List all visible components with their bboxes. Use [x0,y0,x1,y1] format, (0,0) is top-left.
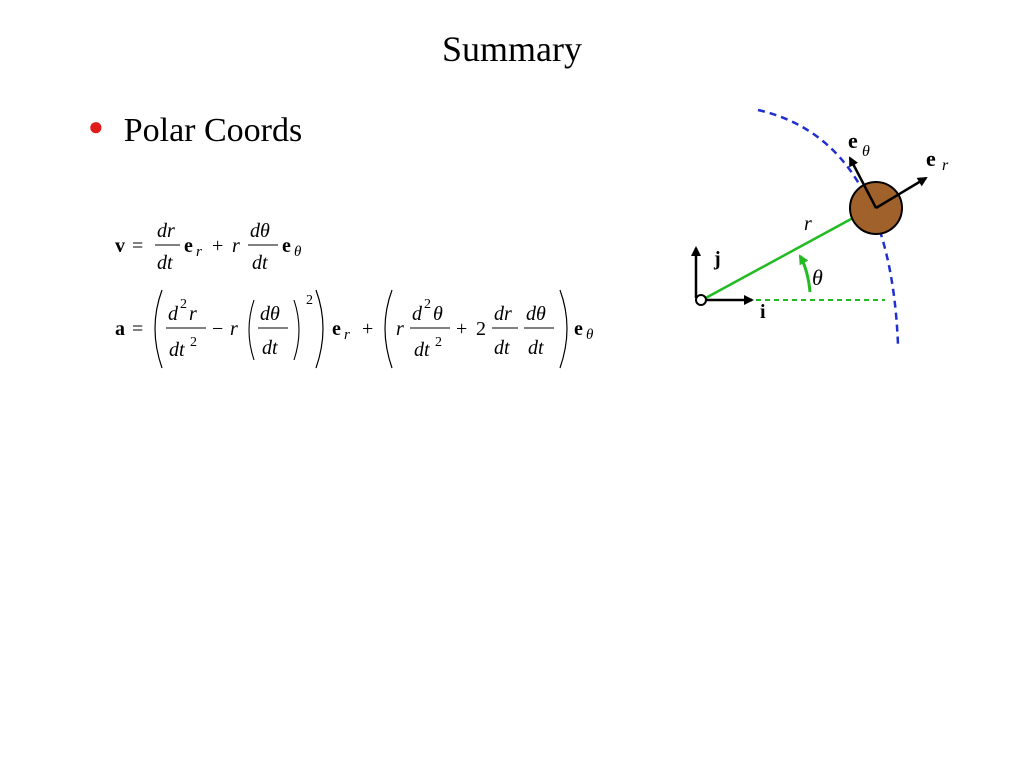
bullet-item: ● Polar Coords [88,112,302,150]
dt-denominator: dt [252,252,268,274]
d-symbol: d [168,303,179,325]
etheta-sub-label: θ [862,143,870,160]
theta-label: θ [812,265,823,290]
polar-diagram-svg: j i r θ e θ e r [691,108,949,346]
dt-denominator: dt [262,337,278,359]
bullet-dot: ● [88,112,104,141]
exponent: 2 [424,297,431,312]
equals-sign: = [132,235,143,257]
etheta-symbol: e [574,318,583,340]
er-label: e [926,146,936,171]
d-symbol: d [412,303,423,325]
bullet-text: Polar Coords [123,112,303,149]
acceleration-equation-svg: a = d 2 r dt 2 − r dθ dt 2 e r + r d 2 θ… [115,289,594,369]
er-subscript: r [196,244,202,260]
v-symbol: v [115,235,125,257]
r-label: r [804,213,812,235]
inner-left-paren [248,299,255,361]
er-vector [875,176,928,210]
acceleration-equation: a = d 2 r dt 2 − r dθ dt 2 e r + r d 2 θ… [110,282,610,384]
a-symbol: a [115,318,125,340]
r-symbol: r [230,318,238,340]
j-label: j [713,248,721,270]
etheta-label: e [848,128,858,153]
r-symbol: r [232,235,240,257]
i-label: i [760,301,766,323]
velocity-equation-svg: v = dr dt e r + r dθ dt e θ [115,220,302,274]
plus-sign: + [456,318,467,340]
left-paren [154,289,163,369]
dtheta-numerator: dθ [250,220,270,242]
dt-denominator: dt [414,339,430,361]
polar-diagram: j i r θ e θ e r [680,100,970,365]
dtheta-numerator: dθ [526,303,546,325]
er-subscript: r [344,327,350,343]
er-symbol: e [184,235,193,257]
equals-sign: = [132,318,143,340]
dt-denominator: dt [528,337,544,359]
square-exponent: 2 [306,293,313,308]
exponent: 2 [190,335,197,350]
etheta-subscript: θ [586,327,594,343]
plus-sign: + [362,318,373,340]
left-paren [384,289,393,369]
exponent: 2 [435,335,442,350]
plus-sign: + [212,235,223,257]
theta-arc [798,254,812,293]
exponent: 2 [180,297,187,312]
dt-denominator: dt [494,337,510,359]
right-paren [315,289,324,369]
theta-symbol: θ [433,303,443,325]
dt-denominator: dt [169,339,185,361]
etheta-symbol: e [282,235,291,257]
r-symbol: r [396,318,404,340]
minus-sign: − [212,318,223,340]
inner-right-paren [293,299,300,361]
path-arc [757,108,900,346]
slide-title: Summary [442,29,582,69]
dtheta-numerator: dθ [260,303,280,325]
er-sub-label: r [942,157,949,174]
velocity-equation: v = dr dt e r + r dθ dt e θ [110,210,350,286]
etheta-subscript: θ [294,244,302,260]
dt-denominator: dt [157,252,173,274]
r-symbol: r [189,303,197,325]
two-symbol: 2 [476,318,486,340]
radius-line [701,204,876,302]
er-symbol: e [332,318,341,340]
dr-numerator: dr [157,220,175,242]
origin-point [695,294,707,306]
right-paren [559,289,568,369]
etheta-vector [848,156,878,209]
dr-numerator: dr [494,303,512,325]
